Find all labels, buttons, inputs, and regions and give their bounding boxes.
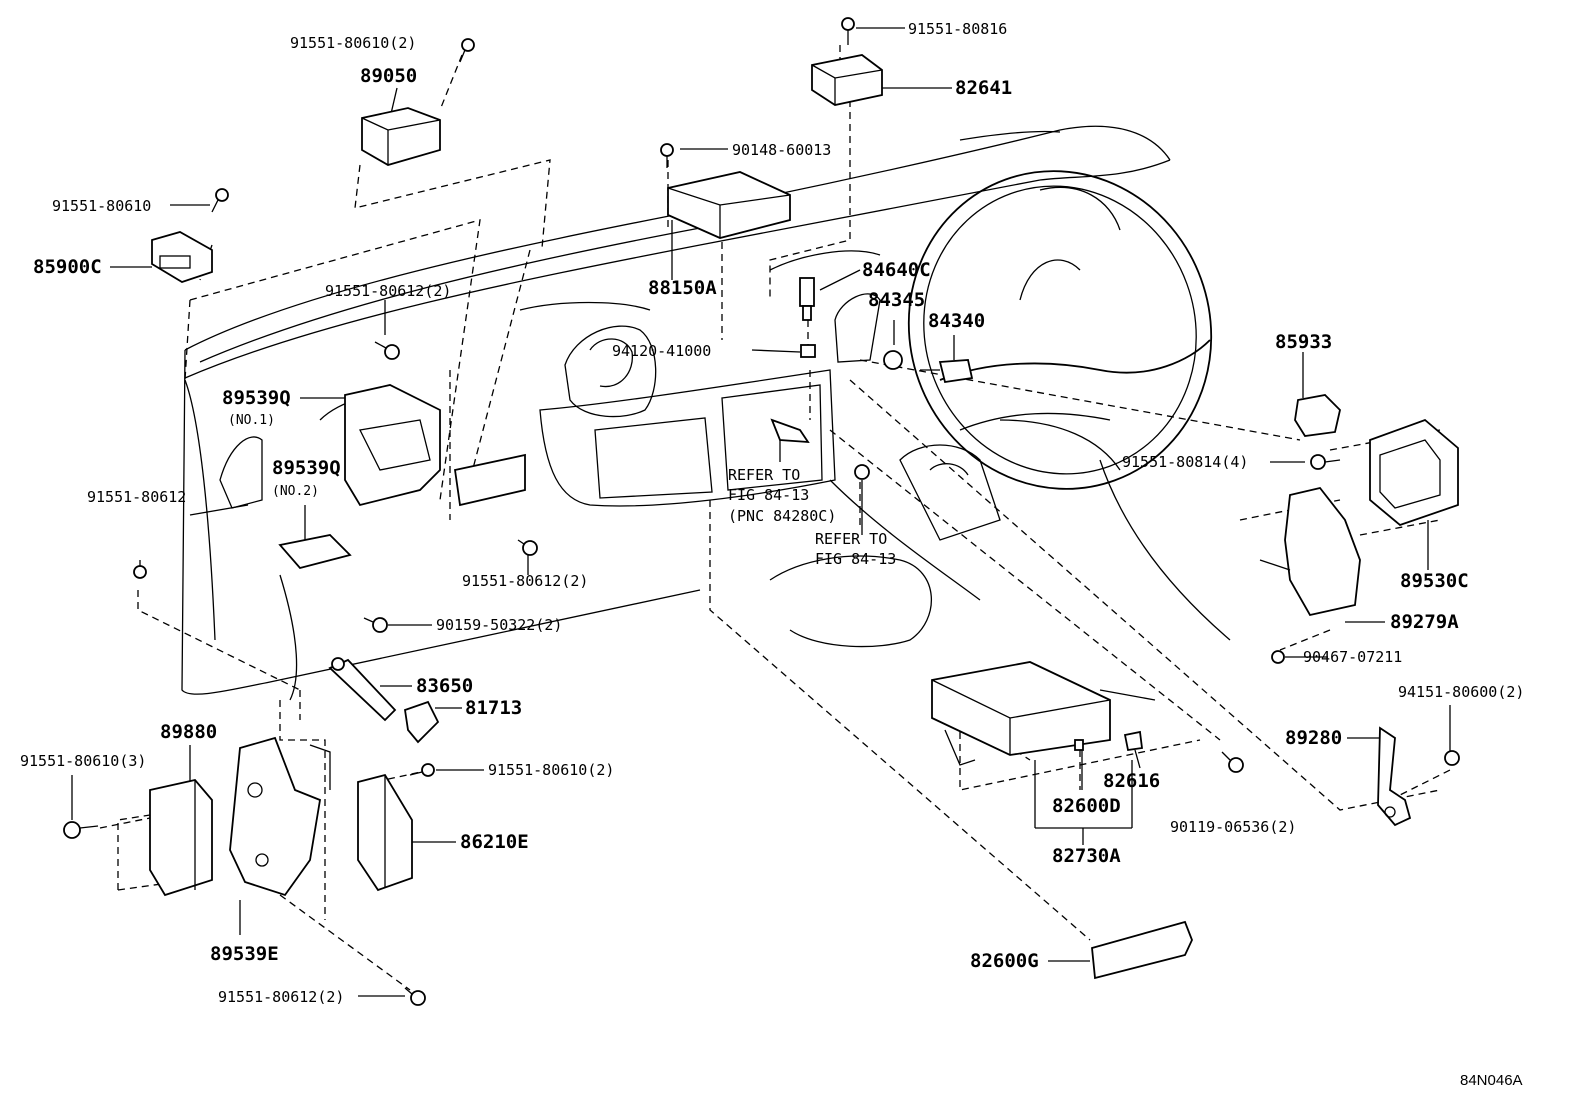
part-82730a-ecu bbox=[931, 661, 1156, 766]
label-91551-80612-2-a: 91551-80612(2) bbox=[325, 282, 451, 300]
label-90119-06536-2: 90119-06536(2) bbox=[1170, 818, 1296, 836]
part-84280c-switch-area bbox=[770, 418, 870, 480]
label-89880: 89880 bbox=[160, 721, 217, 743]
dashed-leaders bbox=[99, 45, 1451, 991]
label-89280: 89280 bbox=[1285, 727, 1342, 749]
label-refer1-c: (PNC 84280C) bbox=[728, 507, 836, 525]
label-90148-60013: 90148-60013 bbox=[732, 141, 831, 159]
part-89279a bbox=[1259, 486, 1361, 617]
label-89539q-2: 89539Q bbox=[272, 457, 341, 479]
column-shroud bbox=[899, 444, 1001, 541]
label-84345: 84345 bbox=[868, 289, 925, 311]
label-82730a: 82730A bbox=[1052, 845, 1121, 867]
part-84345 bbox=[883, 350, 903, 370]
label-89539e: 89539E bbox=[210, 943, 279, 965]
label-88150a: 88150A bbox=[648, 277, 717, 299]
label-81713: 81713 bbox=[465, 697, 522, 719]
label-91551-80816: 91551-80816 bbox=[908, 20, 1007, 38]
part-bolt-91551-80610-2-top bbox=[459, 38, 475, 63]
dashboard-outline bbox=[181, 125, 1231, 701]
label-89530c: 89530C bbox=[1400, 570, 1469, 592]
label-86210e: 86210E bbox=[460, 831, 529, 853]
label-90467-07211: 90467-07211 bbox=[1303, 648, 1402, 666]
label-no2: (NO.2) bbox=[272, 484, 319, 499]
label-85900c: 85900C bbox=[33, 256, 102, 278]
part-86210e bbox=[357, 773, 413, 892]
part-85933 bbox=[1294, 394, 1341, 437]
part-82600g-sticker bbox=[1091, 920, 1193, 980]
label-84640c: 84640C bbox=[862, 259, 931, 281]
label-89539q-1: 89539Q bbox=[222, 387, 291, 409]
callout-labels: 91551-80610(2) 89050 91551-80816 82641 9… bbox=[20, 20, 1524, 1089]
part-85900c-relay bbox=[151, 188, 229, 283]
label-no1: (NO.1) bbox=[228, 413, 275, 428]
part-89880 bbox=[149, 779, 213, 897]
label-90159-50322-2: 90159-50322(2) bbox=[436, 616, 562, 634]
part-84340 bbox=[920, 359, 974, 384]
label-89279a: 89279A bbox=[1390, 611, 1459, 633]
label-85933: 85933 bbox=[1275, 331, 1332, 353]
label-refer2-a: REFER TO bbox=[815, 530, 887, 548]
part-81713 bbox=[403, 700, 440, 744]
label-91551-80612-2-b: 91551-80612(2) bbox=[462, 572, 588, 590]
label-89050: 89050 bbox=[360, 65, 417, 87]
label-refer1-a: REFER TO bbox=[728, 466, 800, 484]
label-82641: 82641 bbox=[955, 77, 1012, 99]
part-bolts-misc bbox=[63, 454, 1460, 1006]
label-refer1-b: FIG 84-13 bbox=[728, 486, 809, 504]
leader-lines bbox=[71, 27, 1451, 997]
part-88150a bbox=[660, 143, 791, 239]
label-91551-80610: 91551-80610 bbox=[52, 197, 151, 215]
label-83650: 83650 bbox=[416, 675, 473, 697]
label-refer2-b: FIG 84-13 bbox=[815, 550, 896, 568]
label-82616: 82616 bbox=[1103, 770, 1160, 792]
label-91551-80610-3: 91551-80610(3) bbox=[20, 752, 146, 770]
label-82600g: 82600G bbox=[970, 950, 1039, 972]
part-89530c bbox=[1369, 418, 1459, 527]
part-89280-sensor bbox=[1377, 726, 1412, 827]
part-89050-module bbox=[361, 107, 441, 166]
label-84340: 84340 bbox=[928, 310, 985, 332]
label-91551-80610-2-top: 91551-80610(2) bbox=[290, 34, 416, 52]
diagram-code: 84N046A bbox=[1460, 1072, 1523, 1089]
label-91551-80612: 91551-80612 bbox=[87, 488, 186, 506]
steering-wheel bbox=[907, 170, 1213, 490]
label-91551-80610-2-mid: 91551-80610(2) bbox=[488, 761, 614, 779]
label-91551-80612-2-c: 91551-80612(2) bbox=[218, 988, 344, 1006]
label-94120-41000: 94120-41000 bbox=[612, 342, 711, 360]
label-91551-80814-4: 91551-80814(4) bbox=[1122, 453, 1248, 471]
part-84640c-switch bbox=[799, 277, 815, 321]
part-94120-41000-nut bbox=[800, 344, 816, 358]
part-89539e-bracket bbox=[229, 736, 331, 897]
part-89539q-brackets bbox=[278, 341, 526, 570]
label-82600d: 82600D bbox=[1052, 795, 1121, 817]
part-83650 bbox=[328, 657, 397, 722]
part-82641 bbox=[811, 17, 883, 106]
label-94151-80600-2: 94151-80600(2) bbox=[1398, 683, 1524, 701]
